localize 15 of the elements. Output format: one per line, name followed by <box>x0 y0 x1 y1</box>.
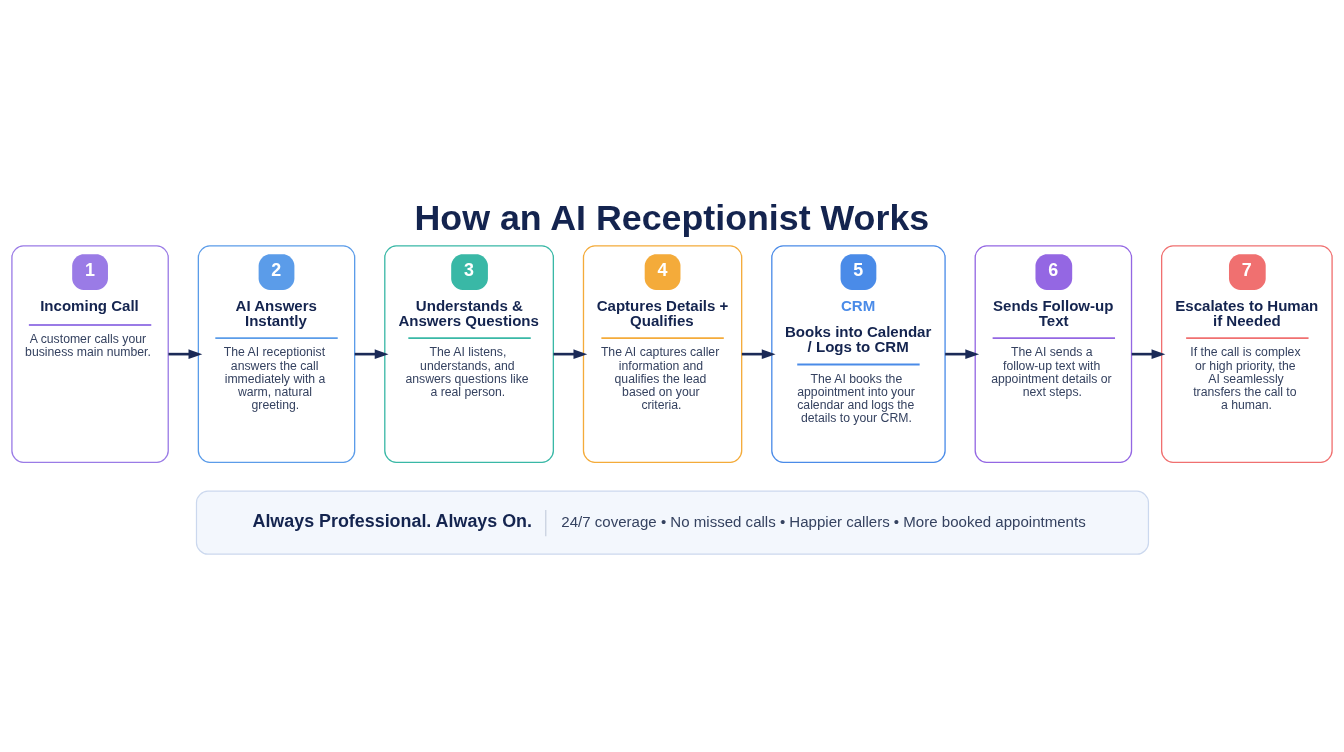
node-box: 3 Understands & Answers Questions The AI listens, understands, and answers questions like a real person. <box>384 244 554 463</box>
arrow <box>354 348 389 359</box>
node-box: 5 CRM Books into Calendar / Logs to CRM The AI books the appointment into your calendar and logs the details to your CRM. <box>771 244 946 463</box>
node-box: 4 Captures Details + Qualifies The AI captures caller information and qualifies the lead based on your criteria. <box>582 244 743 463</box>
node-box: Always Professional. Always On. 24/7 coverage • No missed calls • Happier callers • More booked appointments <box>195 490 1150 555</box>
arrow <box>168 348 203 359</box>
arrow <box>1131 348 1166 359</box>
arrow <box>553 348 588 359</box>
arrow <box>741 348 776 359</box>
node-box: 6 Sends Follow-up Text The AI sends a follow-up text with appointment details or next steps. <box>974 244 1133 463</box>
arrow <box>945 348 980 359</box>
node-box: 7 Escalates to Human if Needed If the call is complex or high priority, the AI seamlessly transfers the call to a human. <box>1161 244 1333 463</box>
diagram-title: How an AI Receptionist Works <box>414 197 930 238</box>
node-box: 2 AI Answers Instantly The AI receptionist answers the call immediately with a warm, natural greeting. <box>197 244 356 463</box>
node-box: 1 Incoming Call A customer calls your business main number. <box>11 244 169 463</box>
